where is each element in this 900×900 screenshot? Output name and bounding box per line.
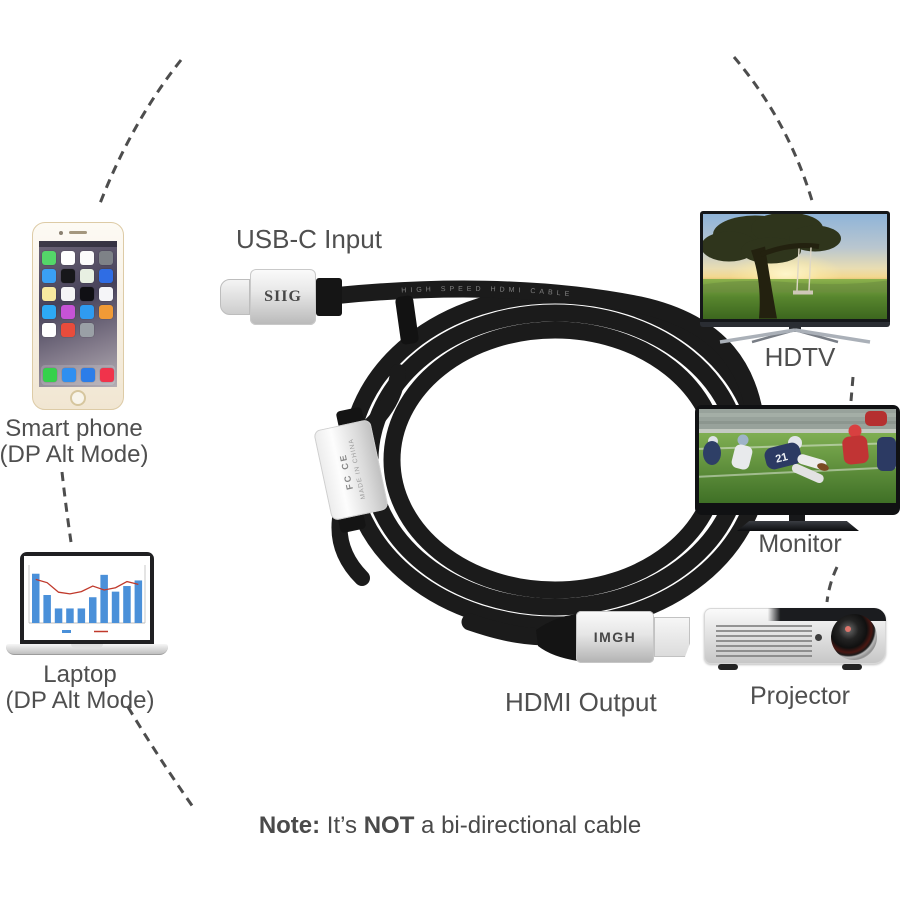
dashed-connector-laptop-out [126,706,195,808]
phone-screen [39,241,117,387]
projector-label: Projector [749,682,851,710]
dashed-connector-hdtv [732,56,815,205]
laptop-notch [71,644,103,648]
app-icon [80,287,94,301]
laptop-chart [28,565,146,633]
phone-dock [41,365,115,385]
hdmi-plug-tip [654,617,690,657]
note-text-1: It’s [320,812,364,839]
app-icon [80,269,94,283]
laptop-base [6,644,168,655]
phone-status-bar [39,241,117,247]
monitor-stand-base [737,521,859,531]
hdmi-output-label: HDMI Output [505,687,657,717]
phone-app-grid [39,247,117,341]
monitor-screen: 21 [699,409,896,503]
phone-home-button [70,390,86,406]
hdtv-stand [700,327,890,344]
hdtv-illustration [700,211,890,344]
app-icon [99,287,113,301]
usb-c-plug-tip [220,279,250,315]
hdtv-tree-swing-scene [703,214,887,319]
smartphone-label-line1: Smart phone [5,415,143,442]
projector-foot-left [718,664,738,670]
usb-c-brand-text: SIIG [264,288,302,305]
app-icon [42,269,56,283]
projector-button [815,634,822,641]
projector-illustration [702,602,888,672]
projector-foot-right [842,664,862,670]
smartphone-illustration [32,222,124,410]
app-icon [61,323,75,337]
note-text-2: a bi-directional cable [414,812,642,839]
app-icon [80,305,94,319]
app-icon [99,305,113,319]
hdtv-frame [700,211,890,327]
app-icon [42,368,57,382]
laptop-label-line1: Laptop [43,661,117,688]
projector-body [704,608,886,664]
app-icon [61,269,75,283]
laptop-label: Laptop (DP Alt Mode) [0,662,160,714]
monitor-stand-neck [789,515,805,521]
cable-converter-entry [360,364,406,436]
note-bold-not: NOT [363,812,415,839]
smartphone-label: Smart phone (DP Alt Mode) [0,416,154,468]
note-bold-prefix: Note: [258,812,321,839]
dashed-connector-monitor-projector [825,566,839,603]
hdmi-strain-relief [536,614,578,661]
hdmi-connector-text: IMGH [593,629,637,645]
app-icon [42,305,56,319]
usb-c-strain-relief [316,278,342,316]
cable-entry-run [323,280,766,441]
usb-c-input-label: USB-C Input [236,224,382,254]
app-icon [80,251,94,265]
projector-vents [716,625,812,659]
monitor-football-scene: 21 [699,409,896,503]
app-icon [61,251,75,265]
monitor-illustration: 21 [695,405,900,531]
hdmi-connector: IMGH [576,611,692,663]
app-icon [99,251,113,265]
note-text: Note: It’s NOT a bi-directional cable [0,812,900,840]
laptop-screen-bezel [20,552,154,644]
dashed-connector-hdtv-monitor [849,376,855,402]
dashed-connector-phone-laptop [60,471,73,543]
cable-strap-band [395,295,419,345]
monitor-frame: 21 [695,405,900,515]
app-icon [42,251,56,265]
laptop-screen [24,556,150,640]
smartphone-label-line2: (DP Alt Mode) [0,441,149,468]
app-icon [61,368,76,382]
app-icon [61,287,75,301]
hdtv-label: HDTV [764,342,836,372]
app-icon [80,323,94,337]
app-icon [99,368,114,382]
laptop-label-line2: (DP Alt Mode) [5,687,155,714]
jersey-number-text: 21 [774,451,789,466]
dashed-connector-phone [97,59,183,207]
app-icon [80,368,95,382]
app-icon [61,305,75,319]
usb-c-connector: SIIG [220,269,342,325]
app-icon [42,323,56,337]
phone-camera-dot [59,231,63,235]
laptop-illustration [6,552,168,660]
app-icon [99,269,113,283]
usb-c-connector-body: SIIG [250,269,316,325]
app-icon [42,287,56,301]
projector-lens [831,614,877,660]
hdtv-screen [703,214,887,319]
hdmi-connector-body: IMGH [576,611,654,663]
monitor-label: Monitor [758,530,842,558]
phone-speaker-slot [69,231,87,234]
